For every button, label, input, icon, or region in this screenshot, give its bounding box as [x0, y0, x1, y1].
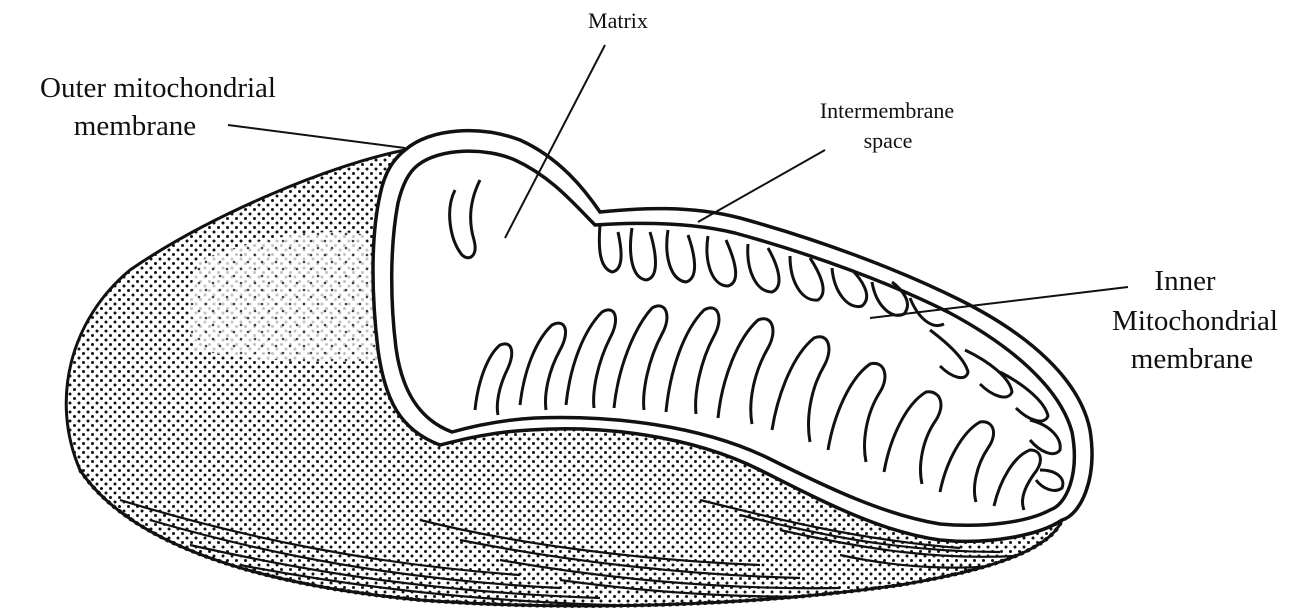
intermembrane-label-line1: Intermembrane — [820, 98, 954, 123]
intermembrane-leader — [698, 150, 825, 222]
outer-membrane-leader — [228, 125, 405, 148]
matrix-label: Matrix — [588, 8, 648, 33]
inner-membrane-label-line2: Mitochondrial — [1112, 305, 1278, 337]
intermembrane-label-line2: space — [864, 128, 913, 153]
inner-membrane-label-line1: Inner — [1154, 265, 1216, 297]
inner-membrane-label-line3: membrane — [1131, 343, 1253, 375]
outer-membrane-label-line1: Outer mitochondrial — [40, 72, 276, 104]
outer-membrane-label-line2: membrane — [74, 110, 196, 142]
